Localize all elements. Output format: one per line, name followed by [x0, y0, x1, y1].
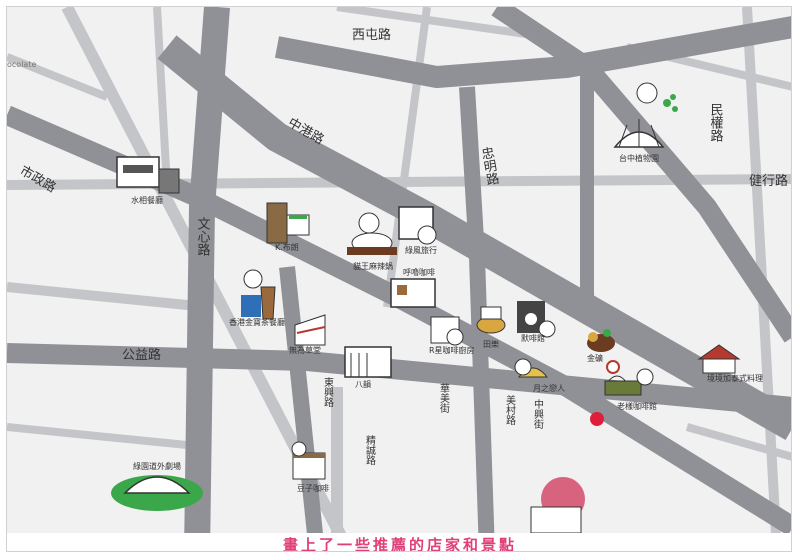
label-meicun: 美村路: [504, 394, 516, 426]
moon-icon: [514, 358, 549, 378]
poi-label-rstar: R星咖啡廚房: [429, 345, 475, 355]
poi-label-hotpot: 貓王麻辣鍋: [353, 261, 393, 271]
poi-label-thai: 境境加泰式料理: [707, 373, 763, 383]
label-wenxin: 文心路: [195, 217, 211, 256]
label-gongyi: 公益路: [122, 347, 161, 363]
stage-icon: [111, 475, 203, 511]
bread-icon: [476, 306, 506, 334]
poi-label-hotel: 綠風旅行: [405, 245, 437, 255]
poi-label-shuixiang: 水相餐廳: [131, 195, 163, 205]
poi-label-jinkuang: 金礦: [587, 353, 603, 363]
coffee-icon: [604, 360, 654, 396]
landmark-pictograms: [111, 82, 741, 534]
road-zhongming: [459, 86, 495, 551]
teacup-icon: [241, 269, 276, 320]
camera-icon: [517, 301, 556, 338]
teahouse-icon: [294, 314, 326, 346]
mug-icon: [587, 329, 615, 352]
poi-label-botanical: 台中植物園: [619, 153, 659, 163]
poi-label-kbrown: K.布朗: [275, 242, 299, 252]
road-donghsing: [279, 266, 325, 551]
map-frame: 西屯路 中港路 文心路 公益路 民權路 健行路 市政路 忠明路 東興路 精誠路 …: [6, 6, 792, 552]
hotpot-icon: [347, 212, 397, 255]
road-wenxin: [184, 7, 230, 551]
road-minor-j: [685, 423, 791, 461]
label-donghsing: 東興路: [322, 376, 334, 408]
hotel-icon: [398, 206, 437, 245]
poi-label-beans: 豆子咖啡: [297, 483, 329, 493]
poi-label-moon: 月之戀人: [533, 383, 565, 393]
poi-label-hulu: 呼嚕咖啡: [403, 267, 435, 277]
poi-label-tianle: 田樂: [483, 339, 499, 349]
label-edge: ocolate: [7, 60, 36, 69]
label-huamei: 華美街: [438, 383, 450, 414]
coffee-cat-icon: [390, 278, 436, 308]
caption-bar: 畫上了一些推薦的店家和景點: [7, 533, 791, 552]
label-minquan: 民權路: [708, 103, 724, 142]
pin-icon: [590, 412, 604, 426]
road-minor-b: [7, 282, 208, 312]
label-zhongming: 忠明路: [478, 146, 500, 188]
label-xitun: 西屯路: [352, 27, 391, 43]
poi-label-wuwei: 無為草堂: [289, 345, 321, 355]
beans-icon: [291, 441, 326, 480]
road-minor-i: [7, 423, 208, 451]
road-xitun: [274, 16, 791, 89]
road-minor-c: [336, 7, 548, 41]
road-minor-g: [383, 7, 431, 308]
caption-text: 畫上了一些推薦的店家和景點: [282, 536, 517, 552]
cafe-icon: [430, 316, 464, 346]
label-jingcheng: 精誠路: [364, 434, 376, 466]
building-icon: [116, 156, 180, 194]
poi-label-mofei: 默啡館: [521, 333, 545, 343]
road-minor-e: [153, 7, 171, 188]
poi-label-hongkong: 香港金寶茶餐廳: [229, 317, 285, 327]
greenhouse-icon: [613, 82, 678, 148]
map-canvas: 西屯路 中港路 文心路 公益路 民權路 健行路 市政路 忠明路 東興路 精誠路 …: [7, 7, 791, 551]
road-minor-f: [7, 53, 109, 101]
poi-label-bayun: 八韻: [355, 379, 371, 389]
label-jianxing: 健行路: [749, 173, 788, 189]
pavilion-icon: [697, 344, 741, 374]
museum-icon: [530, 477, 585, 534]
road-labels: 西屯路 中港路 文心路 公益路 民權路 健行路 市政路 忠明路 東興路 精誠路 …: [7, 27, 788, 466]
label-zhongxing: 中興街: [532, 398, 544, 430]
poi-label-laoyang: 老樣咖啡館: [617, 401, 657, 411]
gallery-icon: [344, 346, 392, 378]
poi-labels: 台中植物園 水相餐廳 K.布朗 貓王麻辣鍋 綠風旅行 呼嚕咖啡 香港金寶茶餐廳 …: [131, 153, 763, 493]
poi-label-stage: 綠園道外劇場: [133, 461, 181, 471]
cafe-icon: [266, 202, 310, 244]
